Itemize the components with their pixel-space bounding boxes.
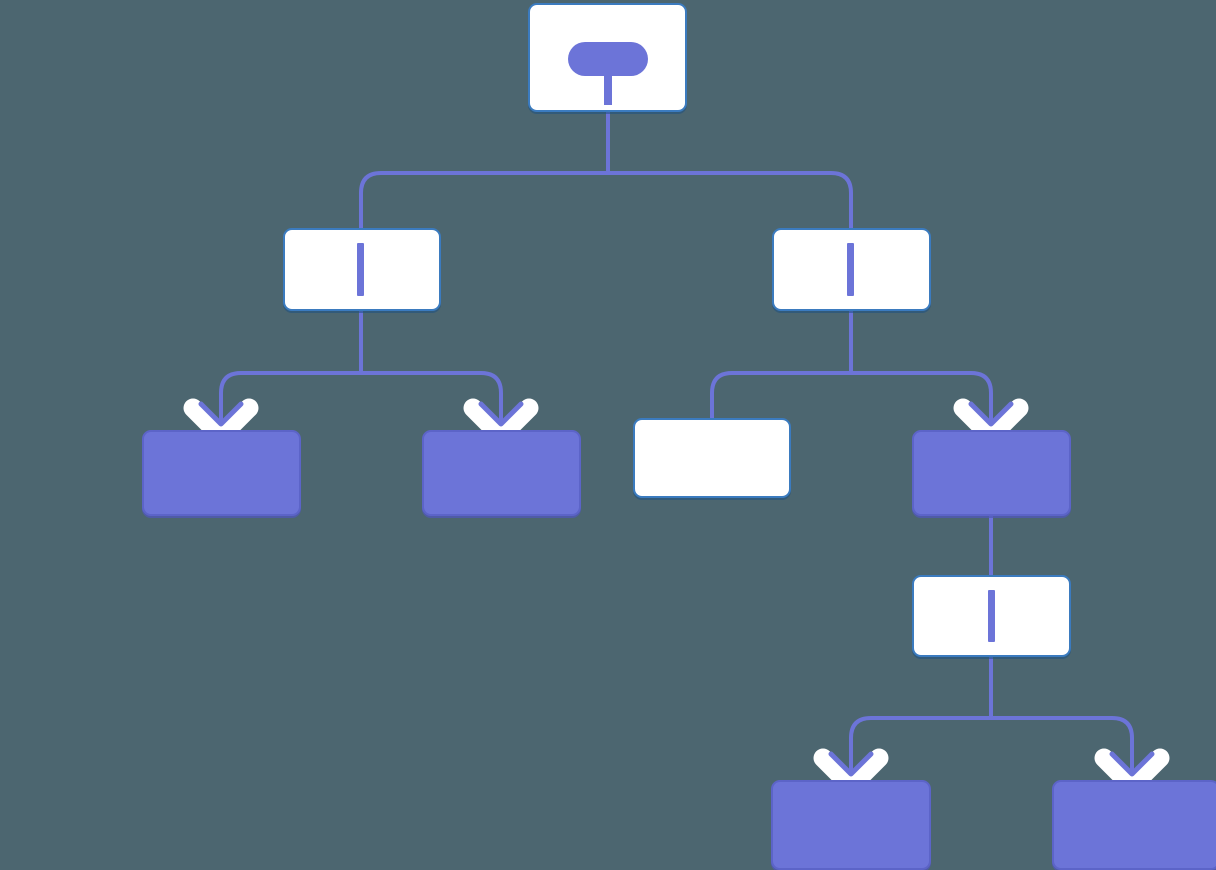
edge: [991, 716, 1134, 780]
node-n-rr4b[interactable]: [1052, 780, 1216, 870]
node-label: [635, 420, 789, 496]
node-label: [773, 782, 929, 868]
node-n-rr4a[interactable]: [771, 780, 931, 870]
node-label: [914, 432, 1069, 514]
node-label: [1054, 782, 1216, 868]
root-badge-stem: [604, 60, 612, 105]
node-n-rr2[interactable]: [912, 430, 1071, 516]
node-label: [424, 432, 579, 514]
node-n-ll2[interactable]: [142, 430, 301, 516]
edge: [361, 371, 503, 430]
edge: [608, 171, 853, 228]
node-n-lr2[interactable]: [422, 430, 581, 516]
edge: [219, 371, 361, 430]
node-port-line: [847, 243, 854, 296]
edge: [359, 171, 608, 228]
node-port-line: [357, 243, 364, 296]
node-n-rl2[interactable]: [633, 418, 791, 498]
edge: [710, 371, 851, 418]
node-label: [144, 432, 299, 514]
node-port-line: [988, 590, 995, 642]
edge: [849, 716, 991, 780]
edge: [851, 371, 993, 430]
